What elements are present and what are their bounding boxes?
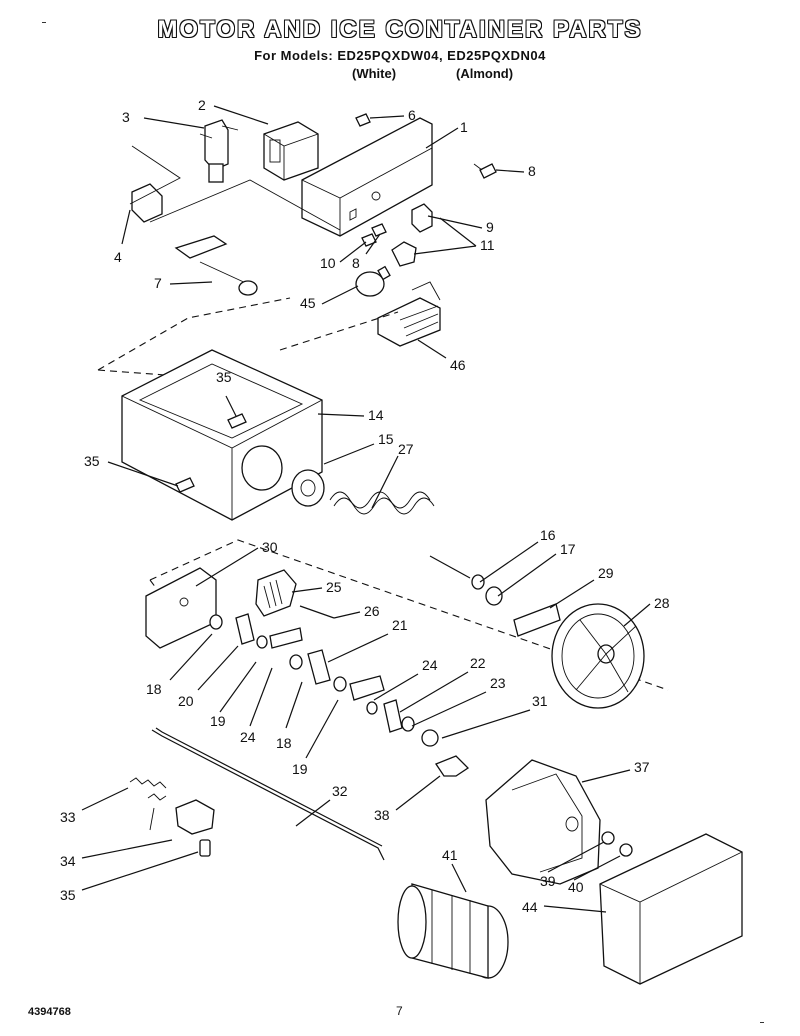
callout-44: 44 (522, 899, 538, 915)
callout-35-side: 35 (84, 453, 100, 469)
callout-40: 40 (568, 879, 584, 895)
callout-17: 17 (560, 541, 576, 557)
duct-part-41 (397, 883, 509, 979)
callout-1: 1 (460, 119, 468, 135)
callout-24-lower: 24 (240, 729, 256, 745)
callout-33: 33 (60, 809, 76, 825)
blade-part-29 (513, 603, 561, 637)
crusher-housing-part-25 (255, 569, 297, 617)
solenoid-part-2 (263, 121, 319, 181)
callout-16: 16 (540, 527, 556, 543)
rod-part-32 (151, 727, 385, 861)
diagram-title: MOTOR AND ICE CONTAINER PARTS (157, 16, 643, 43)
section-guide-4 (149, 539, 669, 691)
callout-29: 29 (598, 565, 614, 581)
bracket-part-38 (435, 755, 470, 777)
callout-35-inside: 35 (216, 369, 232, 385)
switch-part-9 (411, 203, 433, 233)
callout-20: 20 (178, 693, 194, 709)
callout-4: 4 (114, 249, 122, 265)
document-number: 4394768 (28, 1006, 71, 1018)
callout-27: 27 (398, 441, 414, 457)
screw-part-8-lower (371, 223, 387, 237)
variant-almond: (Almond) (456, 66, 514, 81)
clip-part-6 (355, 113, 371, 127)
model-numbers: For Models: ED25PQXDW04, ED25PQXDN04 (254, 48, 546, 63)
callout-18-left: 18 (146, 681, 162, 697)
crusher-parts-chain (209, 613, 439, 747)
callout-15: 15 (378, 431, 394, 447)
fan-part-28 (551, 603, 645, 709)
callout-45: 45 (300, 295, 316, 311)
callout-8-top: 8 (528, 163, 536, 179)
callout-30: 30 (262, 539, 278, 555)
nut-part-40 (619, 843, 633, 857)
ice-container-part-14 (121, 349, 323, 521)
bracket-guide-line-2 (149, 179, 341, 231)
callout-2: 2 (198, 97, 206, 113)
page-number: 7 (396, 1004, 403, 1018)
nut-part-17 (485, 586, 503, 606)
callout-32: 32 (332, 783, 348, 799)
screw-part-8-top (473, 163, 497, 179)
callout-46: 46 (450, 357, 466, 373)
screw-part-35-inside (227, 413, 247, 429)
callout-19-left: 19 (210, 713, 226, 729)
callout-25: 25 (326, 579, 342, 595)
callout-34: 34 (60, 853, 76, 869)
callout-19-right: 19 (292, 761, 308, 777)
variant-white: (White) (352, 66, 397, 81)
callout-14: 14 (368, 407, 384, 423)
bearing-part-15 (291, 469, 325, 507)
motor-housing-part-1 (301, 117, 433, 237)
leader-lines (81, 105, 651, 913)
callout-labels: 3 2 6 1 8 9 11 10 8 4 7 45 46 35 14 15 2… (60, 97, 670, 915)
callout-3: 3 (122, 109, 130, 125)
socket-part-11 (391, 241, 417, 267)
callout-38: 38 (374, 807, 390, 823)
callout-24-upper: 24 (422, 657, 438, 673)
section-guide-1 (97, 297, 291, 371)
chute-part-44 (599, 833, 743, 985)
callout-9: 9 (486, 219, 494, 235)
section-guide-5 (149, 579, 157, 589)
bracket-part-4 (131, 183, 163, 223)
valve-part-3 (199, 119, 239, 183)
callout-18-right: 18 (276, 735, 292, 751)
auger-spring-part-27 (329, 491, 471, 579)
clamp-part-34 (175, 799, 215, 835)
motor-part-37 (485, 759, 601, 885)
washer-part-39 (601, 831, 615, 845)
callout-6: 6 (408, 107, 416, 123)
callout-28: 28 (654, 595, 670, 611)
thermostat-part-7 (174, 235, 258, 296)
corner-mark-top-left (42, 22, 46, 23)
callout-31: 31 (532, 693, 548, 709)
callout-37: 37 (634, 759, 650, 775)
bracket-guide-line (129, 145, 181, 205)
screw-part-35-side (175, 477, 195, 493)
shaft-part-26 (299, 605, 335, 619)
callout-10: 10 (320, 255, 336, 271)
callout-23: 23 (490, 675, 506, 691)
callout-26: 26 (364, 603, 380, 619)
callout-35-bottom: 35 (60, 887, 76, 903)
callout-7: 7 (154, 275, 162, 291)
bulb-part-45 (355, 265, 391, 297)
callout-41: 41 (442, 847, 458, 863)
shield-part-46 (377, 281, 441, 347)
screw-part-35-bottom (199, 839, 211, 857)
spring-part-33 (129, 777, 167, 831)
callout-8-lower: 8 (352, 255, 360, 271)
callout-21: 21 (392, 617, 408, 633)
callout-22: 22 (470, 655, 486, 671)
callout-11: 11 (480, 237, 495, 253)
section-guide-2 (279, 311, 399, 351)
washer-part-16 (471, 574, 485, 590)
corner-mark-bottom-right (760, 1022, 764, 1023)
callout-39: 39 (540, 873, 556, 889)
